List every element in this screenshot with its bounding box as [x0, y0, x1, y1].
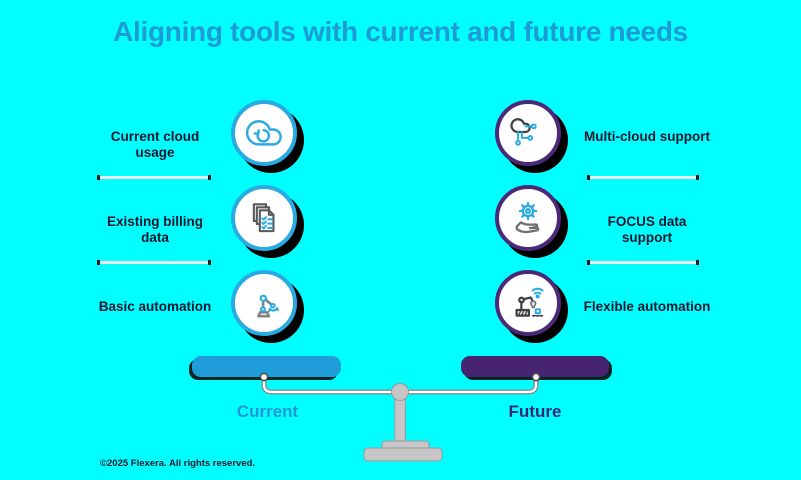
label-flexible-automation: Flexible automation — [583, 299, 711, 314]
scale-label-future: Future — [508, 402, 562, 421]
scale-base-upper — [381, 440, 430, 452]
icon-circle-basic-automation — [231, 270, 297, 336]
robot-arm-icon — [243, 282, 285, 324]
robot-arm-wifi-icon — [507, 282, 549, 324]
divider-line — [97, 260, 211, 265]
divider-line — [587, 260, 699, 265]
scale-fulcrum — [391, 383, 409, 401]
label-multi-cloud-support: Multi-cloud support — [584, 129, 710, 144]
divider-line — [97, 175, 211, 180]
scale-base-lower — [363, 447, 443, 462]
divider-line — [587, 175, 699, 180]
icon-circle-existing-billing-data — [231, 185, 297, 251]
icon-circle-current-cloud-usage — [231, 100, 297, 166]
copyright-text: ©2025 Flexera. All rights reserved. — [100, 458, 256, 469]
icon-circle-multi-cloud-support — [495, 100, 561, 166]
scale-label-current: Current — [236, 402, 299, 421]
multi-cloud-network-icon — [507, 112, 549, 154]
scale-column — [394, 395, 406, 445]
page-title: Aligning tools with current and future n… — [113, 16, 688, 47]
gear-hand-icon — [507, 197, 549, 239]
cloud-refresh-icon — [243, 112, 285, 154]
icon-circle-focus-data-support — [495, 185, 561, 251]
label-focus-data-support: FOCUS data support — [607, 214, 687, 245]
label-basic-automation: Basic automation — [98, 299, 212, 314]
scale-pan-current — [192, 356, 341, 377]
label-existing-billing-data: Existing billing data — [106, 214, 203, 245]
icon-circle-flexible-automation — [495, 270, 561, 336]
billing-documents-icon — [243, 197, 285, 239]
label-current-cloud-usage: Current cloud usage — [110, 129, 200, 160]
scale-pan-future — [461, 356, 609, 377]
